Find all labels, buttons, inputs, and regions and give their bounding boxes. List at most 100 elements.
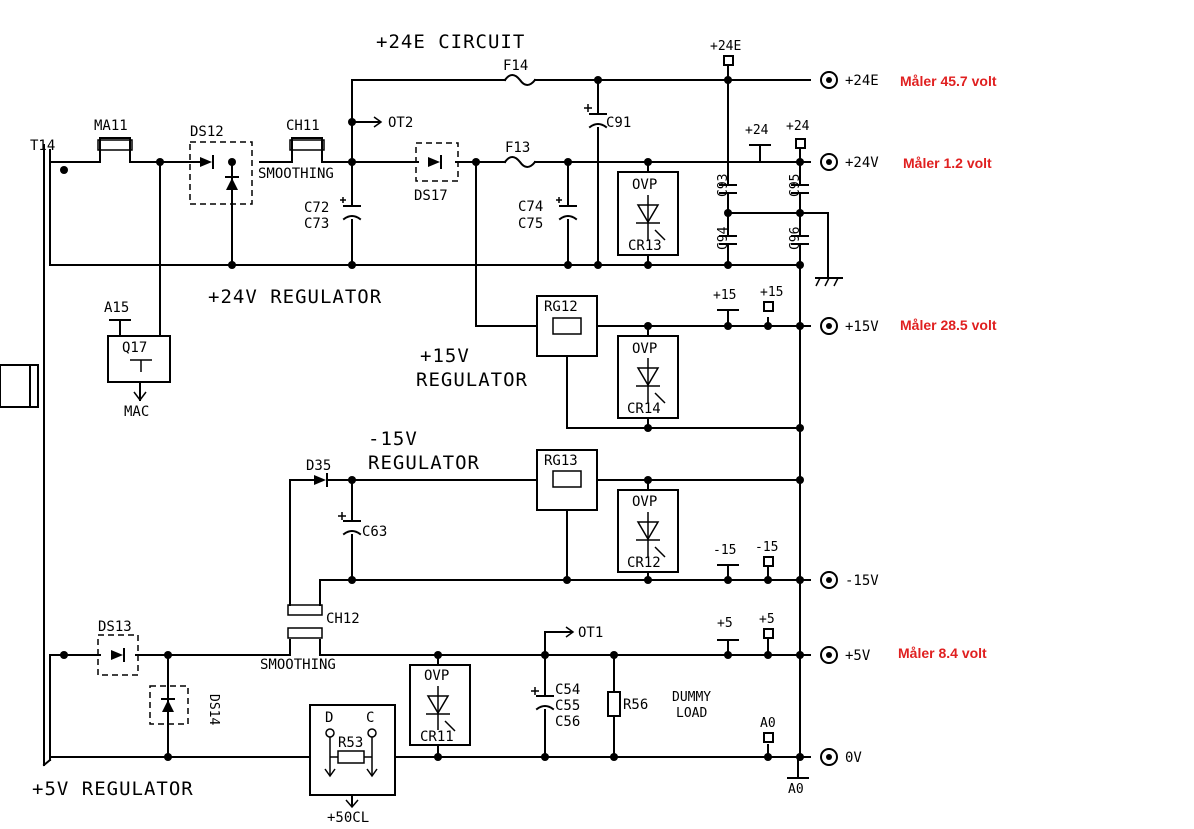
tp-label-5-a: +5 [717, 616, 733, 631]
ch11-choke [289, 137, 325, 151]
tp-label-15-b: +15 [760, 285, 783, 300]
capacitor-c95-c96 [791, 184, 809, 245]
resistor-r56 [607, 691, 621, 717]
label-ch11: CH11 [286, 118, 320, 134]
ds13-diode [97, 634, 139, 676]
label-f13: F13 [505, 140, 530, 156]
label-dummy-1: DUMMY [672, 690, 711, 705]
output-label-m15v: -15V [845, 573, 879, 589]
diode-d35 [314, 473, 328, 487]
tp-label-a0-bottom: A0 [788, 782, 804, 797]
ovp-cr14-box [617, 335, 679, 419]
label-ovp-cr11: OVP [424, 668, 449, 684]
tp-label-24-b: +24 [786, 119, 810, 134]
label-smoothing-2: SMOOTHING [260, 657, 336, 673]
label-q17: Q17 [122, 340, 147, 356]
label-c73: C73 [304, 216, 329, 232]
label-c93: C93 [716, 174, 731, 197]
ovp-cr13-box [617, 171, 679, 256]
ds12-diode-pack [189, 141, 253, 205]
label-ot2: OT2 [388, 115, 413, 131]
label-smoothing-1: SMOOTHING [258, 166, 334, 182]
title-5v-regulator: +5V REGULATOR [32, 778, 194, 800]
label-c56: C56 [555, 714, 580, 730]
r53-block [309, 704, 396, 809]
label-ds13: DS13 [98, 619, 132, 635]
label-rg12: RG12 [544, 299, 578, 315]
label-cr14: CR14 [627, 401, 661, 417]
label-ds12: DS12 [190, 124, 224, 140]
tp-label-m15-a: -15 [713, 543, 736, 558]
label-a15: A15 [104, 300, 129, 316]
tp-label-a0-top: A0 [760, 716, 776, 731]
label-c94: C94 [716, 226, 731, 250]
tp-label-5-b: +5 [759, 612, 775, 627]
arrow-ot2 [373, 116, 383, 128]
label-ovp-cr12: OVP [632, 494, 657, 510]
measurement-24e: Måler 45.7 volt [900, 73, 997, 89]
capacitor-c72 [340, 197, 362, 221]
label-ot1: OT1 [578, 625, 603, 641]
tp-label-15-a: +15 [713, 288, 736, 303]
label-r56: R56 [623, 697, 648, 713]
capacitor-c93-c94 [719, 184, 737, 245]
junctions [60, 76, 804, 761]
fuse-f14 [503, 74, 537, 86]
ch12-choke [287, 604, 323, 639]
title-24v-regulator: +24V REGULATOR [208, 286, 382, 308]
label-t14: T14 [30, 138, 55, 154]
transformer-core [0, 364, 39, 408]
label-c75: C75 [518, 216, 543, 232]
label-c74: C74 [518, 199, 543, 215]
measurement-5v: Måler 8.4 volt [898, 645, 987, 661]
ds17-diode [415, 142, 459, 182]
output-label-24e: +24E [845, 73, 879, 89]
title-m15v-regulator-line1: -15V [368, 428, 418, 450]
output-label-24v: +24V [845, 155, 879, 171]
label-cr12: CR12 [627, 555, 661, 571]
capacitor-c74 [556, 197, 578, 221]
label-f14: F14 [503, 58, 528, 74]
label-cr11: CR11 [420, 729, 454, 745]
label-ch12: CH12 [326, 611, 360, 627]
label-d35: D35 [306, 458, 331, 474]
label-mac: MAC [124, 404, 149, 420]
test-points [717, 55, 806, 743]
fuse-f13 [503, 156, 537, 168]
tp-label-24e: +24E [710, 39, 741, 54]
label-r53-d: D [325, 710, 333, 726]
label-c91: C91 [606, 115, 631, 131]
q17-transistor-box [107, 335, 171, 383]
capacitor-c91 [584, 104, 608, 129]
output-label-5v: +5V [845, 648, 871, 664]
wiring [42, 65, 829, 806]
arrow-ot1 [565, 626, 575, 638]
label-ma11: MA11 [94, 118, 128, 134]
label-c95: C95 [788, 174, 803, 197]
label-dummy-2: LOAD [676, 706, 707, 721]
output-label-0v: 0V [845, 750, 862, 766]
regulator-rg13 [536, 449, 598, 511]
label-c72: C72 [304, 200, 329, 216]
title-24e-circuit: +24E CIRCUIT [376, 31, 525, 53]
label-ovp-cr14: OVP [632, 341, 657, 357]
label-ovp-cr13: OVP [632, 177, 657, 193]
capacitor-c54 [531, 687, 555, 711]
ovp-cr12-box [617, 489, 679, 573]
label-ds14: DS14 [206, 694, 221, 725]
capacitor-c63 [338, 512, 362, 536]
label-ds17: DS17 [414, 188, 448, 204]
tp-label-24-a: +24 [745, 123, 769, 138]
regulator-rg12 [536, 295, 598, 357]
title-15v-regulator-line1: +15V [420, 345, 470, 367]
tp-label-m15-b: -15 [755, 540, 778, 555]
label-r53: R53 [338, 735, 363, 751]
ovp-cr11-box [409, 664, 471, 746]
measurement-15v: Måler 28.5 volt [900, 317, 997, 333]
output-label-15v: +15V [845, 319, 879, 335]
label-c63: C63 [362, 524, 387, 540]
title-m15v-regulator-line2: REGULATOR [368, 452, 480, 474]
arrow-mac [133, 391, 147, 402]
ma11-inductor [97, 137, 133, 151]
